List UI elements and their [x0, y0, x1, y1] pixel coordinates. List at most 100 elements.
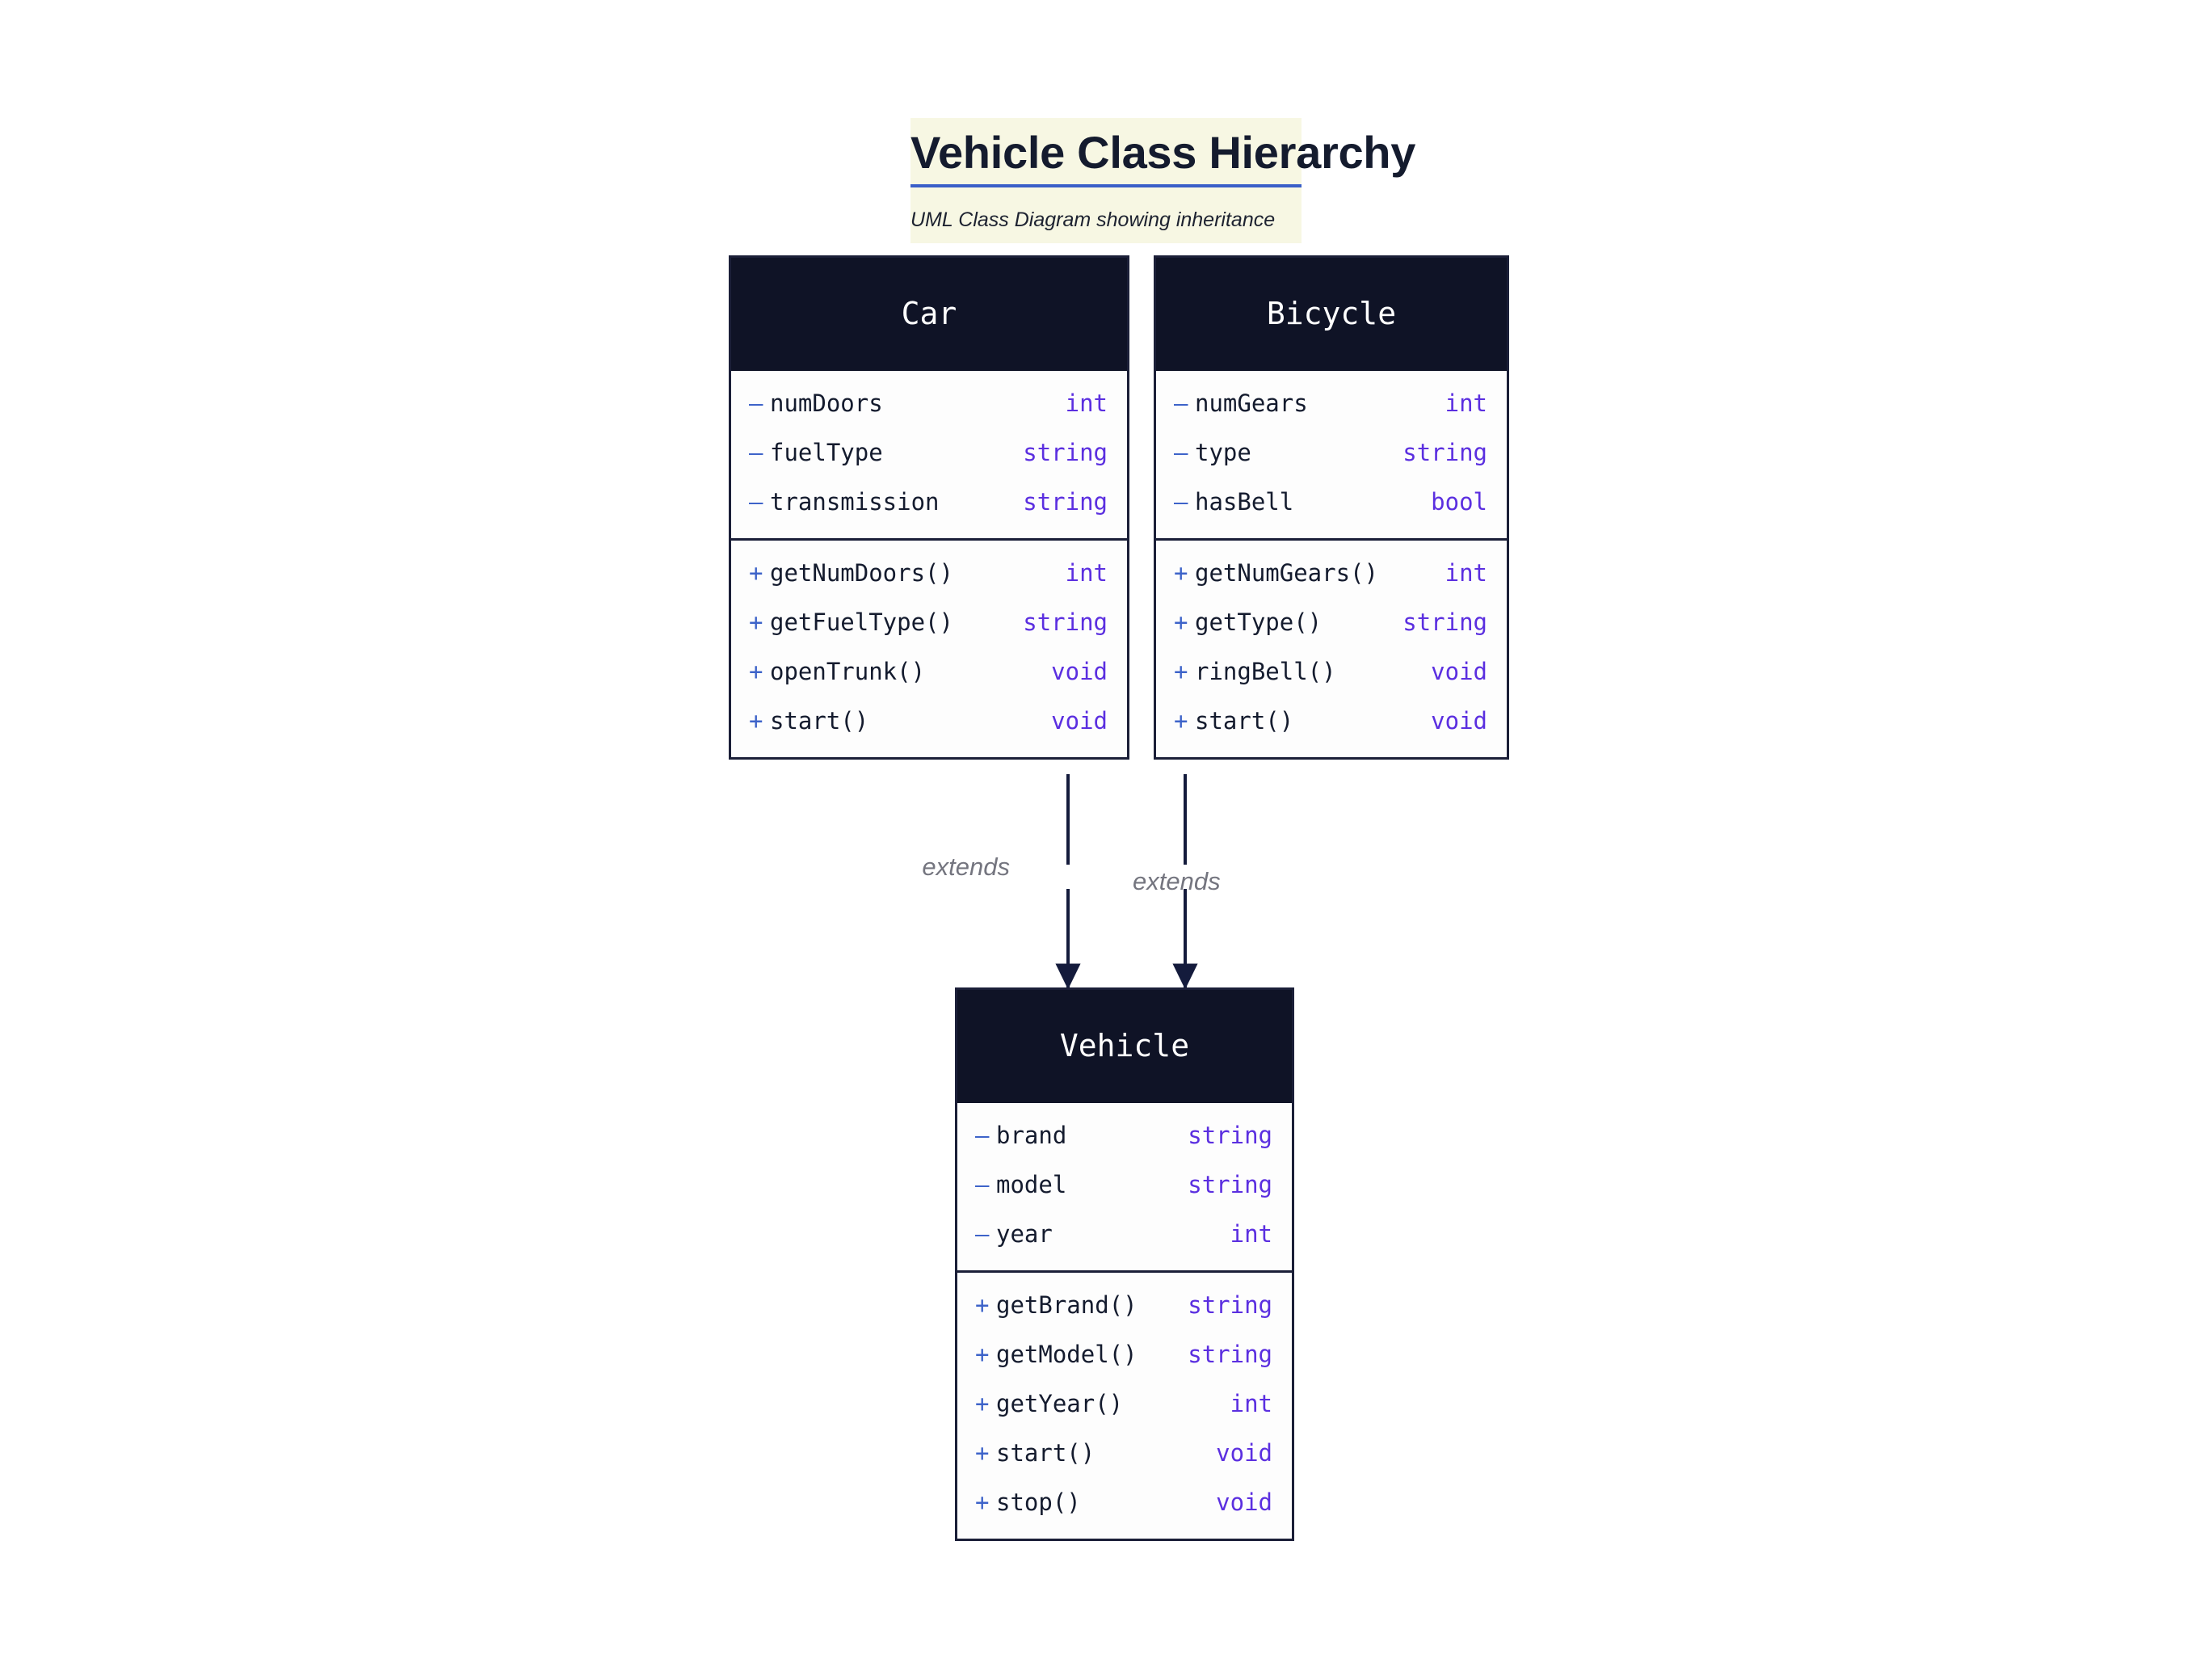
method-return-type: string [1188, 1341, 1272, 1368]
visibility-marker: + [749, 658, 763, 685]
class-attributes-bicycle: – numGears int – type string – hasBell b… [1156, 371, 1507, 538]
attribute-type: string [1188, 1122, 1272, 1149]
method-name: getBrand() [996, 1291, 1138, 1319]
attribute-row[interactable]: – year int [957, 1210, 1292, 1259]
method-row[interactable]: + getModel() string [957, 1330, 1292, 1379]
method-return-type: void [1051, 707, 1108, 735]
attribute-name: type [1195, 439, 1251, 466]
attribute-type: int [1230, 1220, 1272, 1248]
method-return-type: string [1023, 608, 1108, 636]
visibility-marker: – [1174, 488, 1188, 516]
attribute-name: numGears [1195, 389, 1308, 417]
attribute-row[interactable]: – brand string [957, 1111, 1292, 1160]
title-underline-rule [910, 184, 1302, 188]
method-row[interactable]: + getYear() int [957, 1379, 1292, 1429]
method-return-type: string [1402, 608, 1487, 636]
visibility-marker: + [1174, 608, 1188, 636]
class-box-vehicle[interactable]: Vehicle – brand string – model string – … [955, 987, 1294, 1541]
attribute-name: fuelType [770, 439, 883, 466]
visibility-marker: – [1174, 389, 1188, 417]
method-return-type: void [1216, 1439, 1272, 1467]
visibility-marker: + [975, 1291, 990, 1319]
method-row[interactable]: + getFuelType() string [731, 598, 1127, 647]
method-name: ringBell() [1195, 658, 1336, 685]
attribute-row[interactable]: – type string [1156, 428, 1507, 478]
method-name: getFuelType() [770, 608, 953, 636]
visibility-marker: + [1174, 707, 1188, 735]
page-title: Vehicle Class Hierarchy [910, 127, 1416, 178]
attribute-type: string [1402, 439, 1487, 466]
method-row[interactable]: + getNumDoors() int [731, 549, 1127, 598]
method-name: getYear() [996, 1390, 1124, 1417]
visibility-marker: + [1174, 658, 1188, 685]
method-row[interactable]: + start() void [957, 1429, 1292, 1478]
class-methods-vehicle: + getBrand() string + getModel() string … [957, 1270, 1292, 1539]
attribute-name: numDoors [770, 389, 883, 417]
method-name: openTrunk() [770, 658, 926, 685]
class-attributes-vehicle: – brand string – model string – year int [957, 1103, 1292, 1270]
attribute-row[interactable]: – hasBell bool [1156, 478, 1507, 527]
attribute-type: string [1188, 1171, 1272, 1198]
method-row[interactable]: + getBrand() string [957, 1281, 1292, 1330]
method-name: getModel() [996, 1341, 1138, 1368]
attribute-name: year [996, 1220, 1053, 1248]
method-row[interactable]: + getType() string [1156, 598, 1507, 647]
attribute-name: transmission [770, 488, 940, 516]
method-name: start() [1195, 707, 1294, 735]
method-name: getType() [1195, 608, 1323, 636]
attribute-type: int [1065, 389, 1108, 417]
class-box-car[interactable]: Car – numDoors int – fuelType string – t… [729, 255, 1129, 760]
visibility-marker: + [975, 1390, 990, 1417]
attribute-row[interactable]: – numGears int [1156, 379, 1507, 428]
visibility-marker: + [749, 559, 763, 587]
attribute-name: hasBell [1195, 488, 1294, 516]
attribute-row[interactable]: – model string [957, 1160, 1292, 1210]
page-subtitle: UML Class Diagram showing inheritance [910, 208, 1276, 232]
attribute-row[interactable]: – numDoors int [731, 379, 1127, 428]
attribute-row[interactable]: – fuelType string [731, 428, 1127, 478]
attribute-type: string [1023, 488, 1108, 516]
visibility-marker: – [975, 1122, 990, 1149]
visibility-marker: – [1174, 439, 1188, 466]
visibility-marker: + [975, 1341, 990, 1368]
method-row[interactable]: + getNumGears() int [1156, 549, 1507, 598]
edge-label-car-extends: extends [922, 853, 1010, 881]
attribute-name: model [996, 1171, 1067, 1198]
method-name: getNumDoors() [770, 559, 953, 587]
visibility-marker: + [975, 1439, 990, 1467]
attribute-name: brand [996, 1122, 1067, 1149]
attribute-type: bool [1431, 488, 1487, 516]
method-row[interactable]: + ringBell() void [1156, 647, 1507, 697]
method-row[interactable]: + start() void [731, 697, 1127, 746]
visibility-marker: + [1174, 559, 1188, 587]
method-return-type: void [1216, 1488, 1272, 1516]
method-row[interactable]: + openTrunk() void [731, 647, 1127, 697]
class-methods-bicycle: + getNumGears() int + getType() string +… [1156, 538, 1507, 757]
edge-label-bicycle-extends: extends [1133, 867, 1221, 895]
method-name: start() [996, 1439, 1095, 1467]
class-box-bicycle[interactable]: Bicycle – numGears int – type string – h… [1154, 255, 1509, 760]
method-return-type: string [1188, 1291, 1272, 1319]
visibility-marker: – [749, 439, 763, 466]
visibility-marker: – [975, 1171, 990, 1198]
class-name-vehicle: Vehicle [957, 990, 1292, 1103]
method-return-type: void [1431, 707, 1487, 735]
method-return-type: void [1431, 658, 1487, 685]
attribute-type: string [1023, 439, 1108, 466]
visibility-marker: – [975, 1220, 990, 1248]
visibility-marker: + [749, 608, 763, 636]
class-name-bicycle: Bicycle [1156, 258, 1507, 371]
method-name: getNumGears() [1195, 559, 1378, 587]
method-return-type: int [1065, 559, 1108, 587]
method-return-type: int [1445, 559, 1487, 587]
method-name: start() [770, 707, 869, 735]
method-name: stop() [996, 1488, 1081, 1516]
visibility-marker: – [749, 488, 763, 516]
attribute-type: int [1445, 389, 1487, 417]
method-row[interactable]: + stop() void [957, 1478, 1292, 1527]
method-return-type: void [1051, 658, 1108, 685]
visibility-marker: – [749, 389, 763, 417]
diagram-title-block: Vehicle Class Hierarchy UML Class Diagra… [910, 118, 1416, 244]
attribute-row[interactable]: – transmission string [731, 478, 1127, 527]
method-row[interactable]: + start() void [1156, 697, 1507, 746]
